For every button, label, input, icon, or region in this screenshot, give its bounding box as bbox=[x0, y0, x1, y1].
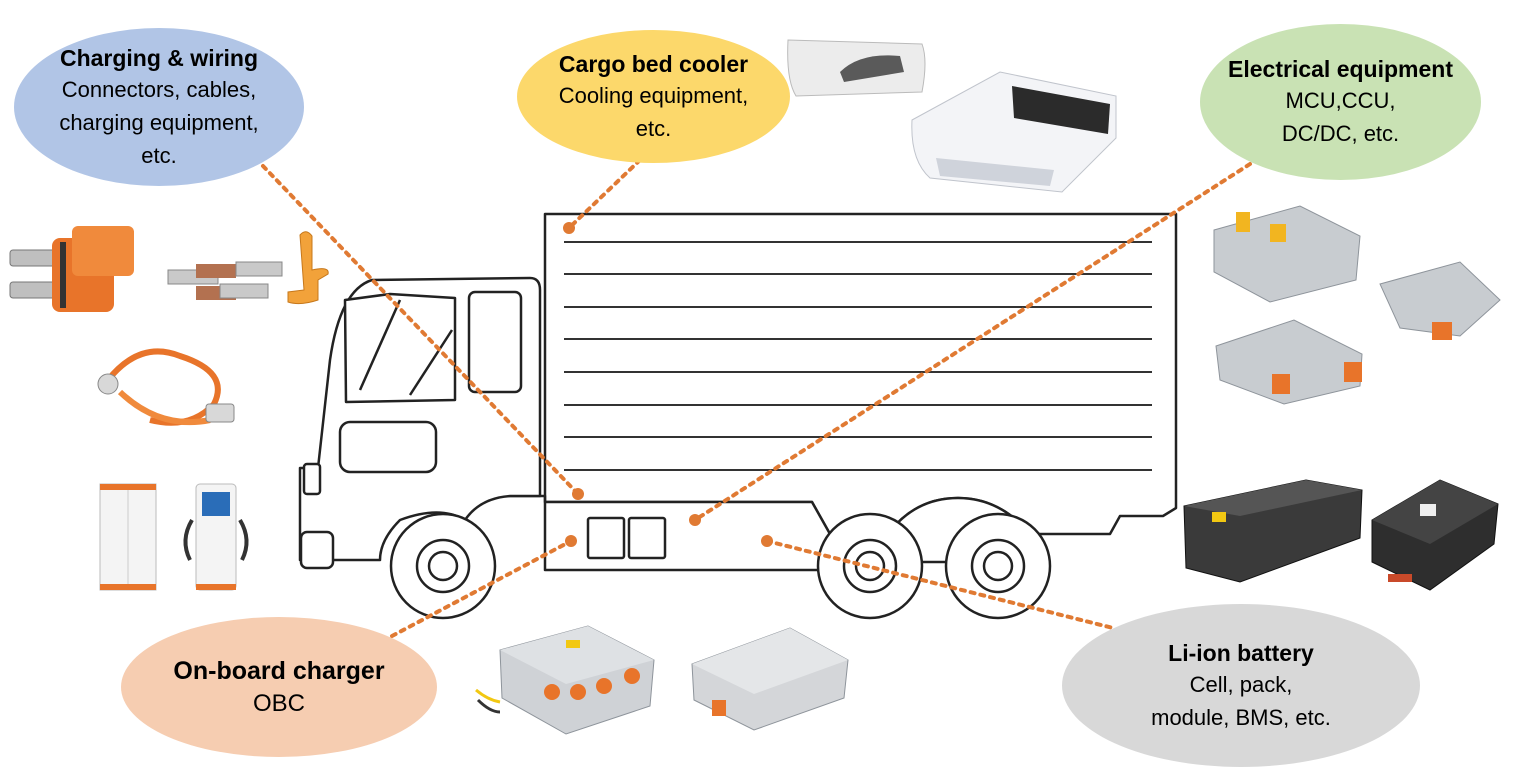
callout-line: Cooling equipment, bbox=[558, 82, 749, 108]
leader-lines bbox=[261, 158, 1252, 638]
callout-line: Cell, pack, bbox=[1189, 671, 1293, 697]
callout-electrical-equipment: Electrical equipment MCU,CCU, DC/DC, etc… bbox=[1200, 24, 1481, 180]
hv-connector bbox=[9, 226, 134, 312]
callout-line: Connectors, cables, bbox=[61, 76, 257, 102]
front-wheel bbox=[389, 512, 497, 620]
callout-line: MCU,CCU, bbox=[1285, 88, 1396, 113]
callout-title: Li-ion battery bbox=[1168, 639, 1314, 666]
callout-line: etc. bbox=[635, 115, 672, 141]
callout-title: Electrical equipment bbox=[1228, 56, 1453, 82]
callout-line: DC/DC, etc. bbox=[1281, 121, 1400, 146]
leader-cooler bbox=[567, 158, 642, 230]
battery-pack-long bbox=[1183, 479, 1363, 583]
dot-cooler bbox=[563, 222, 575, 234]
roof-cooling-unit-small bbox=[787, 39, 926, 97]
cargo-box bbox=[543, 212, 1178, 536]
dot-obc bbox=[565, 535, 577, 547]
callout-cargo-bed-cooler: Cargo bed cooler Cooling equipment, etc. bbox=[517, 30, 790, 163]
leader-obc bbox=[390, 539, 573, 638]
callout-line: etc. bbox=[141, 142, 177, 168]
charging-cabinet bbox=[99, 483, 157, 591]
leader-charging bbox=[261, 164, 580, 496]
dc-dc-converter bbox=[1379, 261, 1501, 340]
roof-cooling-unit-large bbox=[911, 71, 1117, 193]
callout-title: On-board charger bbox=[173, 656, 385, 685]
obc-unit-2 bbox=[691, 627, 849, 731]
control-box bbox=[1215, 319, 1363, 405]
callout-line: charging equipment, bbox=[59, 109, 259, 135]
leader-electrical bbox=[693, 162, 1252, 522]
dot-electrical bbox=[689, 514, 701, 526]
flex-busbar bbox=[287, 231, 329, 305]
dc-charging-post bbox=[183, 483, 249, 591]
obc-unit-1 bbox=[475, 625, 655, 735]
callout-title: Charging & wiring bbox=[59, 44, 259, 71]
callout-line: OBC bbox=[252, 689, 305, 717]
callout-line: module, BMS, etc. bbox=[1151, 704, 1331, 730]
callout-title: Cargo bed cooler bbox=[558, 50, 749, 77]
callout-li-ion-battery: Li-ion battery Cell, pack, module, BMS, … bbox=[1062, 604, 1420, 767]
orange-cable-harness bbox=[97, 348, 235, 426]
truck-cab bbox=[298, 276, 667, 570]
rear-wheel-1 bbox=[816, 512, 924, 620]
battery-module-black bbox=[1371, 479, 1499, 591]
connection-dots bbox=[563, 222, 773, 547]
callout-on-board-charger: On-board charger OBC bbox=[121, 617, 437, 757]
dot-battery bbox=[761, 535, 773, 547]
rear-wheel-2 bbox=[944, 512, 1052, 620]
dot-charging bbox=[572, 488, 584, 500]
leader-battery bbox=[765, 539, 1115, 630]
busbars bbox=[167, 261, 283, 300]
motor-controller-unit bbox=[1213, 205, 1361, 303]
callout-charging-wiring: Charging & wiring Connectors, cables, ch… bbox=[14, 28, 304, 186]
